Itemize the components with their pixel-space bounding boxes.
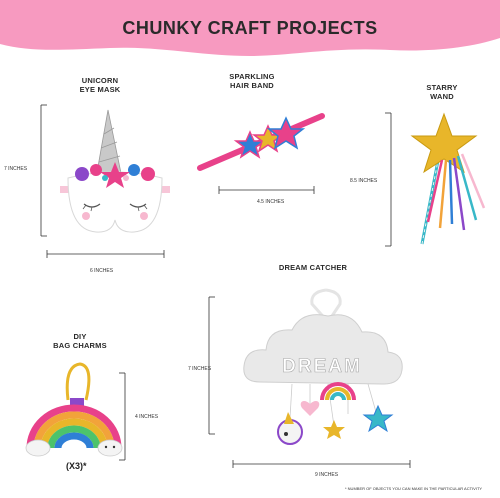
starry-wand-image bbox=[410, 112, 486, 245]
mask-width-line bbox=[46, 250, 165, 258]
pink-banner bbox=[0, 0, 500, 56]
charms-quantity: (X3)* bbox=[66, 461, 87, 471]
dream-word: DREAM bbox=[282, 356, 362, 378]
catcher-height-label: 7 INCHES bbox=[188, 366, 212, 372]
catcher-height-line bbox=[208, 296, 215, 435]
dream-catcher-image bbox=[243, 288, 403, 385]
band-label: SPARKLING HAIR BAND bbox=[212, 72, 292, 90]
mask-label-line2: EYE MASK bbox=[79, 85, 121, 94]
catcher-label: DREAM CATCHER bbox=[278, 263, 348, 272]
wand-label: STARRY WAND bbox=[412, 83, 472, 101]
catcher-width-line bbox=[232, 460, 411, 468]
catcher-width-label: 9 INCHES bbox=[315, 472, 339, 478]
page-title: CHUNKY CRAFT PROJECTS bbox=[122, 18, 378, 38]
wand-height-line bbox=[385, 112, 392, 247]
hair-band-image bbox=[197, 113, 325, 171]
mask-label-line1: UNICORN bbox=[81, 76, 119, 85]
mask-width-label: 6 INCHES bbox=[90, 268, 114, 274]
charms-label-line2: BAG CHARMS bbox=[53, 341, 107, 350]
band-width-label: 4.5 INCHES bbox=[257, 199, 285, 205]
charms-label-line1: DIY bbox=[73, 332, 87, 341]
mask-label: UNICORN EYE MASK bbox=[60, 76, 140, 94]
band-label-line2: HAIR BAND bbox=[230, 81, 274, 90]
mask-height-line bbox=[40, 104, 47, 237]
wand-height-label: 8.5 INCHES bbox=[350, 178, 378, 184]
wand-label-line2: WAND bbox=[430, 92, 454, 101]
charms-height-line bbox=[119, 372, 126, 461]
band-width-line bbox=[218, 186, 315, 194]
band-label-line1: SPARKLING bbox=[229, 72, 275, 81]
unicorn-mask-image bbox=[60, 109, 170, 233]
charms-label: DIY BAG CHARMS bbox=[40, 332, 120, 350]
dream-catcher-charms bbox=[277, 382, 394, 445]
charms-height-label: 4 INCHES bbox=[135, 414, 159, 420]
footnote: * NUMBER OF OBJECTS YOU CAN MAKE IN THE … bbox=[345, 486, 483, 491]
bag-charm-image bbox=[25, 362, 123, 457]
wand-label-line1: STARRY bbox=[426, 83, 458, 92]
mask-height-label: 7 INCHES bbox=[4, 166, 28, 172]
